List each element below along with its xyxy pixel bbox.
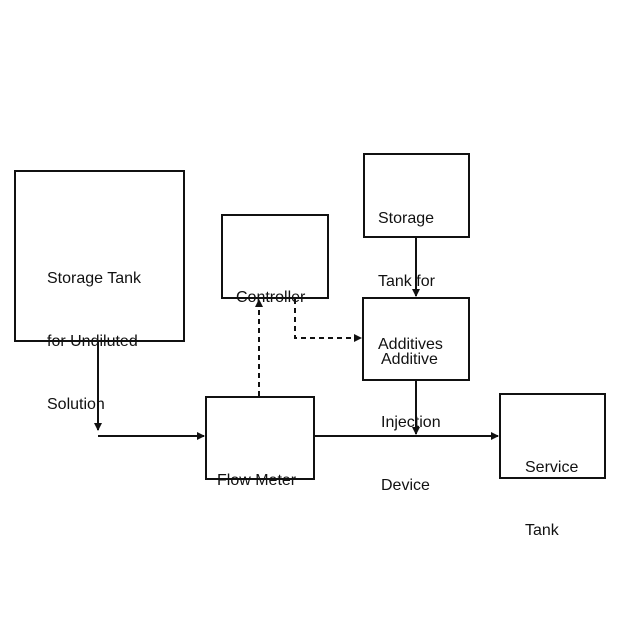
signal-line-controller-to-injection — [295, 299, 361, 338]
